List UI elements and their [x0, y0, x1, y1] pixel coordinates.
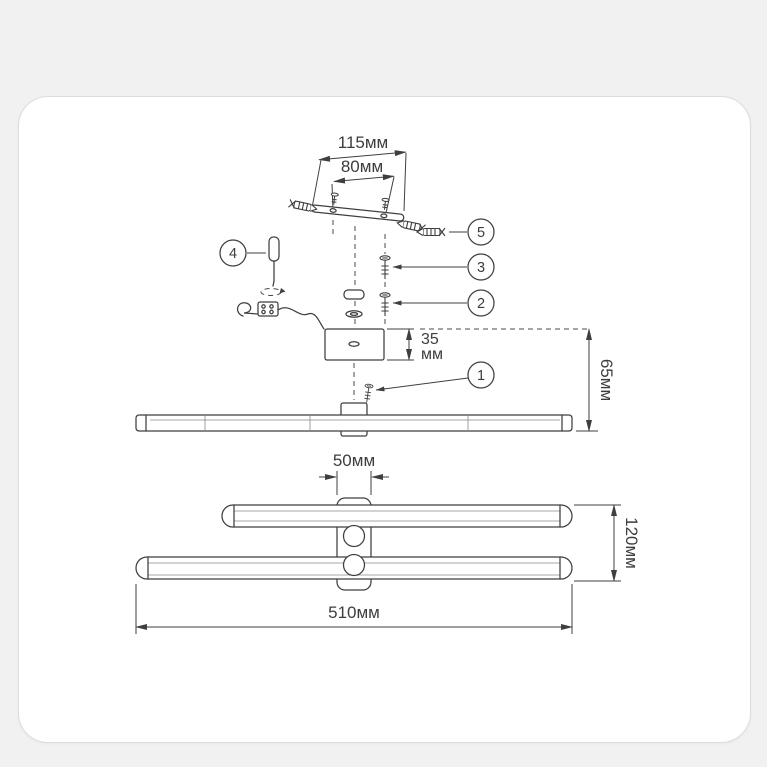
terminal-block-icon: [257, 301, 279, 317]
mounting-screw-icon: [379, 255, 391, 280]
lamp-top-view: [135, 497, 573, 591]
callout-4-circle: [219, 239, 247, 267]
dim-510-label: 510мм: [328, 603, 380, 622]
wall-anchor-icon: [416, 227, 446, 237]
dim-35-value: 35: [421, 331, 439, 348]
dimension-fixture-depth: 120мм: [574, 504, 641, 582]
dim-50-label: 50мм: [333, 451, 375, 470]
callout-1-number: 1: [477, 368, 485, 384]
callout-3-number: 3: [477, 260, 485, 276]
screwdriver-icon: [260, 236, 286, 296]
spacer-parts: [343, 289, 365, 318]
callout-5-circle: [467, 218, 495, 246]
dim-80-label: 80мм: [341, 157, 383, 176]
lamp-bar-front: [135, 414, 573, 432]
dim-115-label: 115мм: [338, 133, 388, 152]
callouts: 5 3 2 4 1: [219, 218, 495, 392]
dimension-fixture-length: 510мм: [135, 584, 573, 634]
dim-35-unit: мм: [421, 346, 443, 363]
lamp-front-view: [135, 383, 573, 437]
dim-65-label: 65мм: [597, 359, 616, 401]
dimension-bracket-width: 115мм 80мм: [311, 133, 407, 214]
callout-3-circle: [467, 253, 495, 281]
dimension-canopy-width: 50мм: [319, 451, 389, 495]
mounting-screw-icon: [379, 292, 391, 317]
mounting-bracket: [310, 192, 405, 222]
dimension-canopy-height: 35 мм: [387, 328, 443, 363]
callout-4-number: 4: [229, 246, 237, 262]
callout-1-circle: [467, 361, 495, 389]
fixing-screw-icon: [362, 383, 374, 404]
dim-120-label: 120мм: [622, 517, 641, 569]
rotate-arrow-icon: [279, 288, 286, 294]
lamp-tube-upper: [221, 504, 573, 528]
callout-2-circle: [467, 289, 495, 317]
callout-2-number: 2: [477, 296, 485, 312]
ceiling-canopy: [324, 328, 385, 361]
power-cable: [236, 301, 325, 330]
dimension-wall-offset: 65мм: [420, 328, 616, 432]
bracket-screw-icon: [329, 192, 339, 206]
swivel-joint-lower: [342, 553, 366, 577]
swivel-joint-upper: [342, 524, 366, 548]
callout-5-number: 5: [477, 225, 485, 241]
projection-lines: [332, 220, 386, 400]
